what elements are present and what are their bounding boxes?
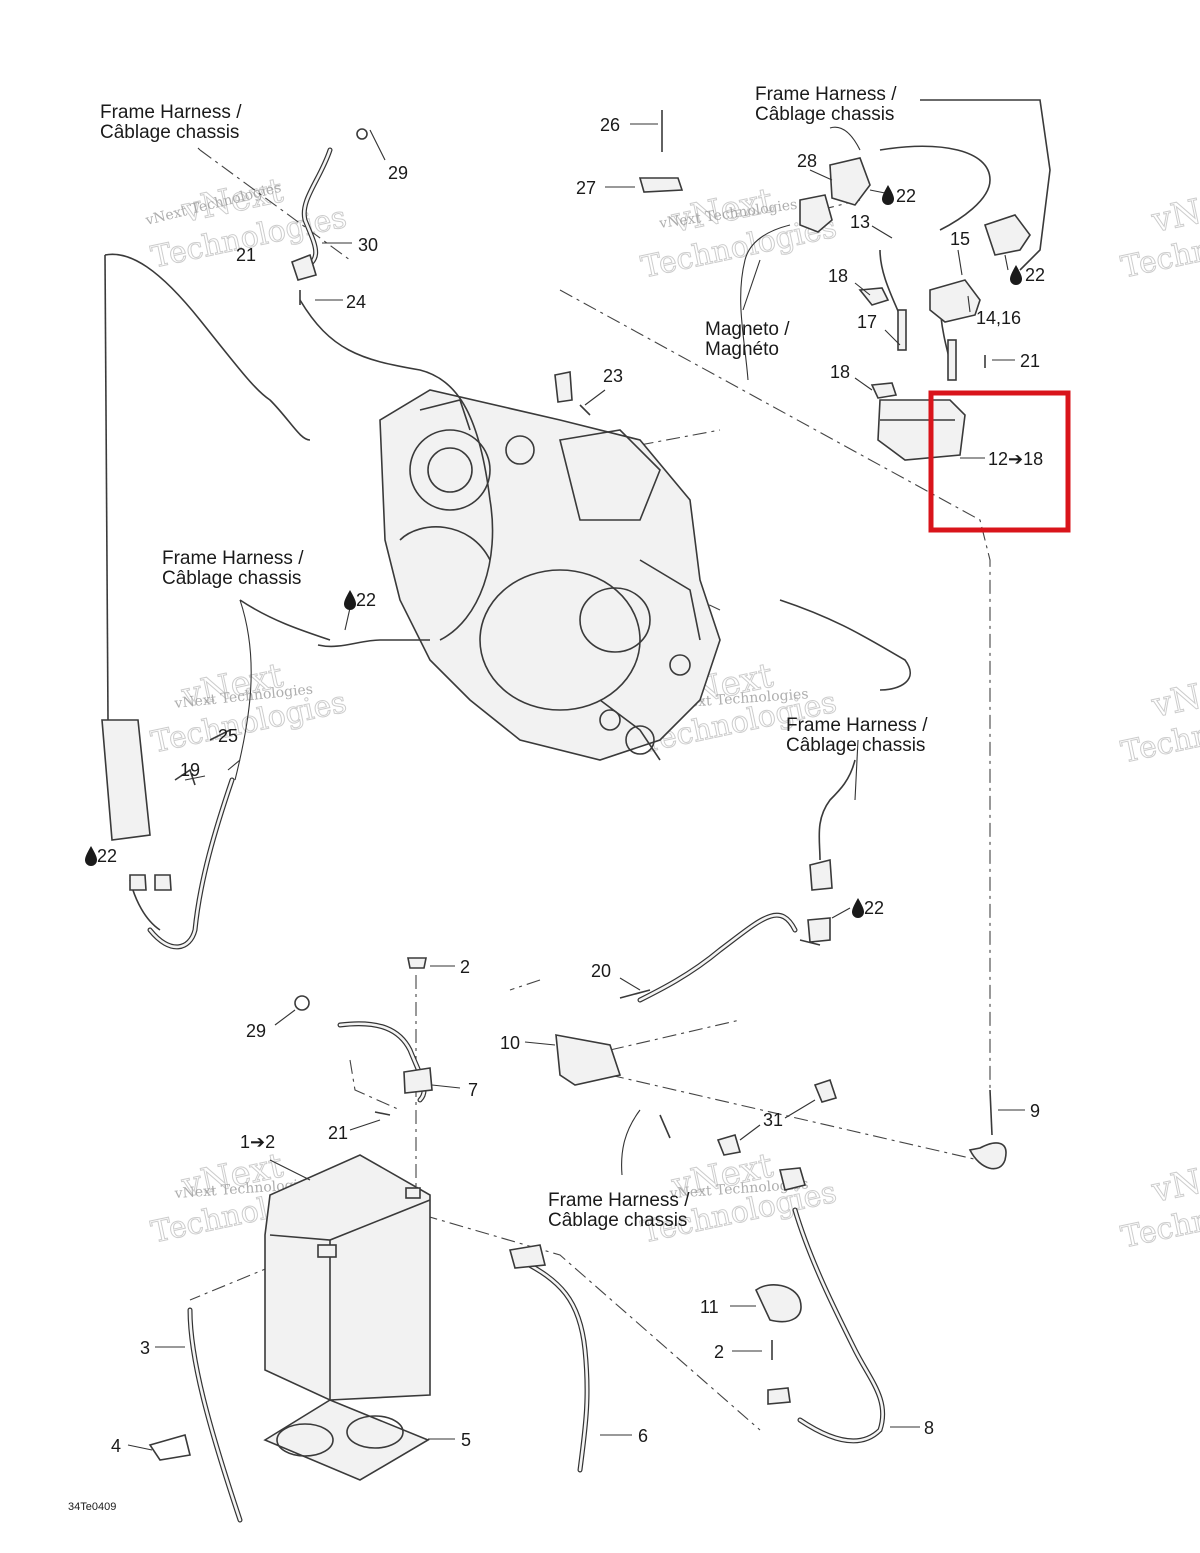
- callout-21: 21: [236, 245, 256, 265]
- harness-label-mid-left: Frame Harness / Câblage chassis: [162, 548, 304, 589]
- grease-drop-icon: [852, 898, 864, 918]
- callout-12-18: 12➔18: [988, 449, 1043, 469]
- callout-20: 20: [591, 961, 611, 981]
- callout-8: 8: [924, 1418, 934, 1438]
- leader-lines: [127, 123, 1025, 1451]
- callout-30: 30: [358, 235, 378, 255]
- callout-10: 10: [500, 1033, 520, 1053]
- harness-label-top-right: Frame Harness / Câblage chassis: [755, 84, 897, 125]
- grease-drop-icon: [882, 185, 894, 205]
- harness-label-fr: Câblage chassis: [755, 104, 894, 125]
- harness-label-fr: Câblage chassis: [100, 122, 239, 143]
- harness-label-fr: Câblage chassis: [162, 568, 301, 589]
- grease-drop-icon: [85, 846, 97, 866]
- grease-drop-icons: [85, 185, 1022, 918]
- callout-15: 15: [950, 229, 970, 249]
- callout-22: 22: [1025, 265, 1045, 285]
- callout-13: 13: [850, 212, 870, 232]
- magneto-label-fr: Magnéto: [705, 339, 779, 360]
- harness-label-en: Frame Harness /: [162, 548, 304, 569]
- regulator-cluster: [638, 110, 1031, 461]
- callout-1-2: 1➔2: [240, 1132, 275, 1152]
- callout-18: 18: [830, 362, 850, 382]
- part-callouts: 26 27 28 22 13 15 22 18 14,16 17 21 18 1…: [97, 115, 1045, 1456]
- callout-5: 5: [461, 1430, 471, 1450]
- callout-21: 21: [1020, 351, 1040, 371]
- callout-29: 29: [388, 163, 408, 183]
- callout-2: 2: [714, 1342, 724, 1362]
- harness-label-fr: Câblage chassis: [548, 1210, 687, 1231]
- highlight-box: [928, 390, 1071, 533]
- left-top-parts: [101, 128, 591, 891]
- callout-9: 9: [1030, 1101, 1040, 1121]
- callout-25: 25: [218, 726, 238, 746]
- callout-22: 22: [864, 898, 884, 918]
- harness-label-en: Frame Harness /: [548, 1190, 690, 1211]
- watermark: vNext: [1148, 666, 1200, 727]
- harness-label-en: Frame Harness /: [786, 715, 928, 736]
- callout-28: 28: [797, 151, 817, 171]
- callout-22: 22: [356, 590, 376, 610]
- callout-17: 17: [857, 312, 877, 332]
- harness-label-top-left: Frame Harness / Câblage chassis: [100, 102, 242, 143]
- magneto-label: Magneto / Magnéto: [705, 319, 790, 360]
- callout-31: 31: [763, 1110, 783, 1130]
- engine-assembly: [379, 389, 721, 761]
- harness-label-en: Frame Harness /: [755, 84, 897, 105]
- figure-code: 34Te0409: [68, 1501, 116, 1513]
- grease-drop-icon: [344, 590, 356, 610]
- callout-24: 24: [346, 292, 366, 312]
- callout-21: 21: [328, 1123, 348, 1143]
- battery-group: [148, 858, 1007, 1523]
- callout-3: 3: [140, 1338, 150, 1358]
- callout-22: 22: [896, 186, 916, 206]
- grease-drop-icon: [1010, 265, 1022, 285]
- callout-26: 26: [600, 115, 620, 135]
- callout-4: 4: [111, 1436, 121, 1456]
- magneto-label-en: Magneto /: [705, 319, 790, 340]
- watermark: vNext: [1148, 1151, 1200, 1212]
- callout-11: 11: [700, 1297, 719, 1317]
- harness-label-mid-right: Frame Harness / Câblage chassis: [786, 715, 928, 756]
- harness-label-fr: Câblage chassis: [786, 735, 925, 756]
- callout-14-16: 14,16: [976, 308, 1021, 328]
- watermark: vNext: [1148, 181, 1200, 242]
- callout-22: 22: [97, 846, 117, 866]
- callout-6: 6: [638, 1426, 648, 1446]
- wire-harness: [104, 99, 1051, 1444]
- callout-7: 7: [468, 1080, 478, 1100]
- harness-label-en: Frame Harness /: [100, 102, 242, 123]
- callout-19: 19: [180, 760, 200, 780]
- callout-27: 27: [576, 178, 596, 198]
- callout-18: 18: [828, 266, 848, 286]
- harness-label-bottom: Frame Harness / Câblage chassis: [548, 1190, 690, 1231]
- callout-29: 29: [246, 1021, 266, 1041]
- callout-23: 23: [603, 366, 623, 386]
- callout-2: 2: [460, 957, 470, 977]
